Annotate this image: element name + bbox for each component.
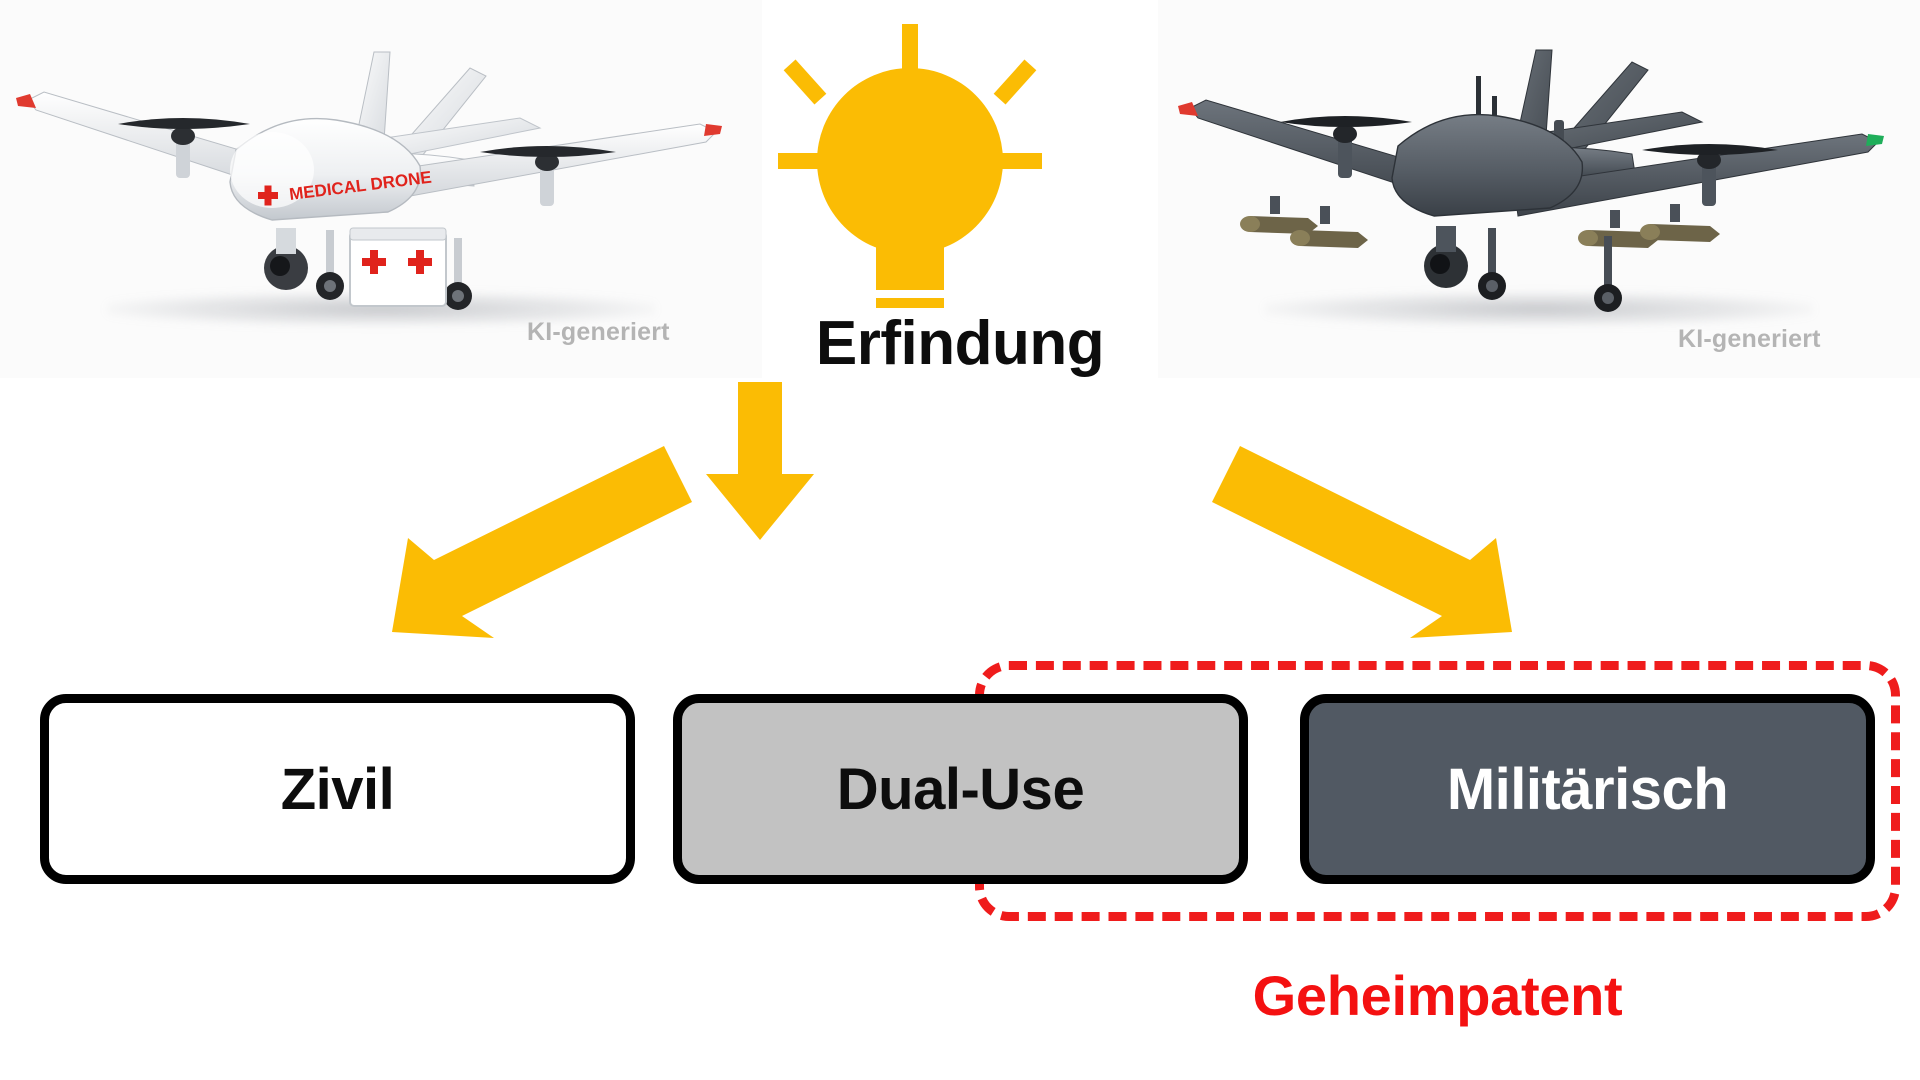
medical-drone-illustration: MEDICAL DRONE [16, 51, 722, 310]
secret-patent-caption: Geheimpatent [1252, 964, 1623, 1027]
category-box-zivil[interactable]: Zivil [40, 694, 635, 884]
drone-shadow [1264, 292, 1814, 326]
arrow-to-zivil [392, 446, 692, 638]
category-box-militaerisch[interactable]: Militärisch [1300, 694, 1875, 884]
category-label-zivil: Zivil [280, 756, 395, 822]
arrow-to-dual-use [706, 382, 814, 540]
category-label-militaerisch: Militärisch [1446, 756, 1729, 822]
lightbulb-icon [778, 24, 1042, 308]
civil-drone-photo: MEDICAL DRONE KI-generiert [0, 0, 762, 378]
category-box-dual-use[interactable]: Dual-Use [673, 694, 1248, 884]
arrow-to-militaerisch [1212, 446, 1512, 638]
category-label-dual-use: Dual-Use [836, 756, 1085, 822]
ki-generiert-watermark-left: KI-generiert [527, 318, 670, 346]
military-drone-photo: KI-generiert [1158, 0, 1920, 378]
armed-drone-illustration [1178, 49, 1884, 312]
page-title: Erfindung [815, 309, 1105, 378]
ki-generiert-watermark-right: KI-generiert [1678, 325, 1821, 353]
